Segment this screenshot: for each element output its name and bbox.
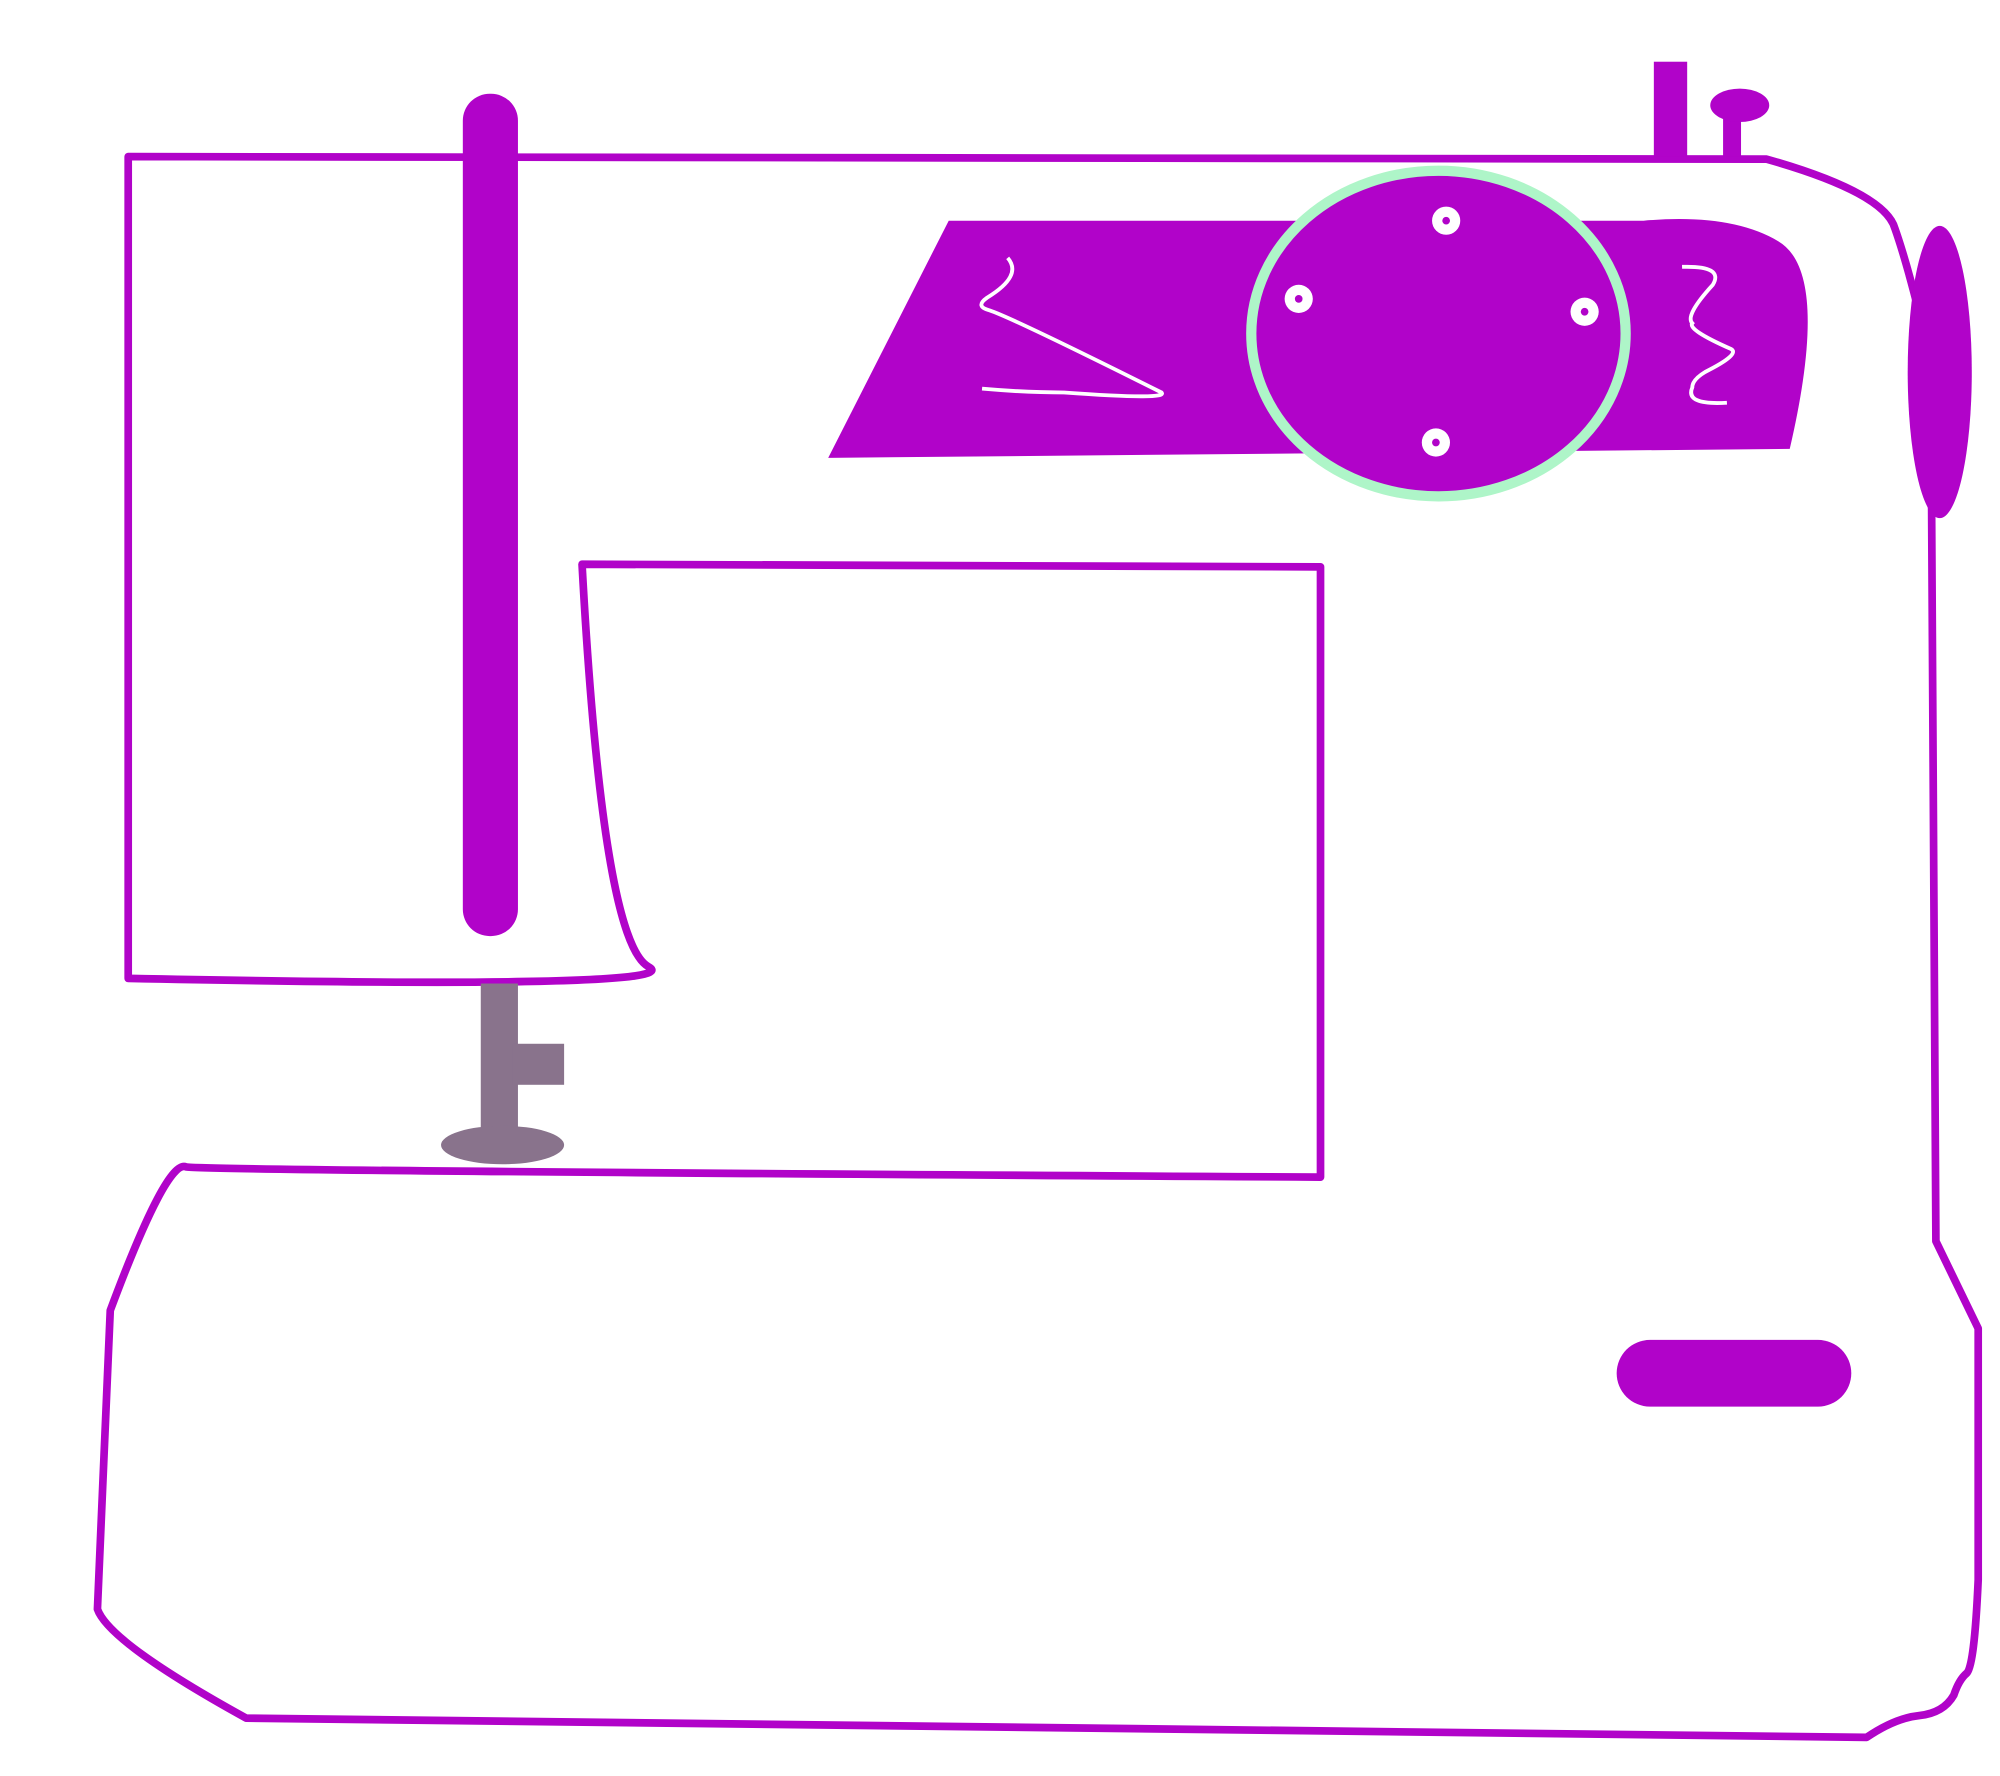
thread-spindle [1653, 61, 1688, 157]
stitch-pattern-straight [979, 256, 1164, 399]
front-slot-button[interactable] [1616, 1339, 1852, 1407]
machine-body-outline [93, 152, 1983, 1742]
bobbin-winder-cap [1710, 88, 1770, 122]
handwheel[interactable] [1907, 225, 1972, 519]
stitch-selector-dial[interactable] [1246, 165, 1631, 502]
stitch-pattern-zigzag [1681, 264, 1735, 405]
needle-bar [462, 93, 518, 937]
bobbin-winder-post [1723, 115, 1742, 157]
dial-markers [1284, 206, 1599, 457]
presser-foot [441, 983, 565, 1165]
